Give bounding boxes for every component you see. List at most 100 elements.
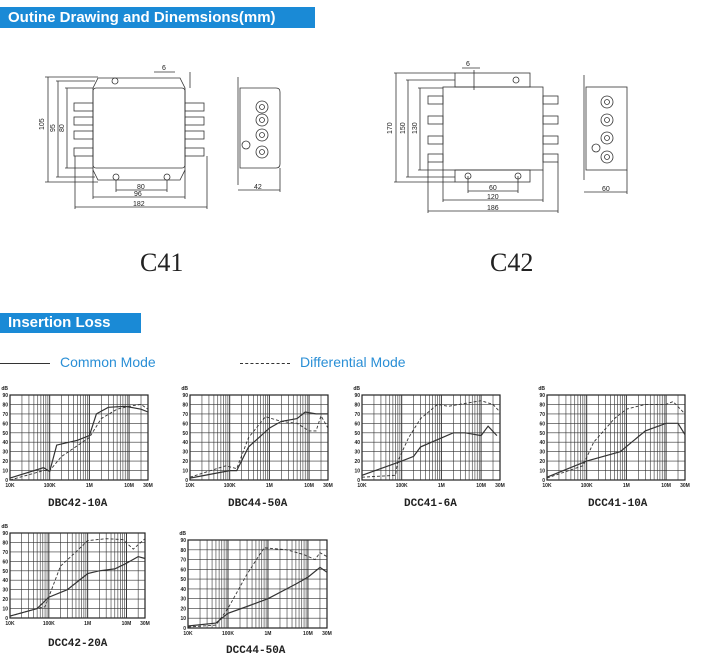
outline-drawing-header: Outine Drawing and Dinemsions(mm) — [0, 7, 315, 28]
differential-mode-line — [361, 400, 501, 478]
legend-differential-label: Differential Mode — [300, 354, 406, 370]
x-tick-label: 1M — [266, 483, 273, 489]
c42-dim-height-inner: 130 — [412, 122, 419, 134]
c41-side-view — [237, 77, 281, 192]
x-tick-label: 10M — [661, 483, 671, 489]
x-tick-label: 100K — [396, 483, 408, 489]
y-tick-label: 0 — [542, 478, 545, 484]
c42-dim-hole-spacing: 60 — [489, 185, 497, 192]
x-tick-label: 1M — [438, 483, 445, 489]
y-tick-label: 30 — [539, 450, 545, 456]
x-tick-label: 100K — [224, 483, 236, 489]
y-tick-label: 20 — [539, 459, 545, 465]
y-tick-label: 30 — [2, 450, 8, 456]
x-tick-label: 1M — [86, 483, 93, 489]
common-mode-line — [361, 425, 498, 476]
common-mode-line — [9, 405, 149, 479]
x-tick-label: 10M — [122, 621, 132, 627]
x-tick-label: 1M — [623, 483, 630, 489]
chart-title: DCC41-6A — [404, 498, 457, 510]
y-tick-label: 40 — [2, 578, 8, 584]
x-tick-label: 10K — [5, 483, 15, 489]
c42-dim-tab: 6 — [466, 61, 470, 68]
y-tick-label: 70 — [354, 412, 360, 418]
c41-dim-tab: 6 — [162, 65, 166, 72]
x-tick-label: 100K — [43, 621, 55, 627]
y-tick-label: 90 — [180, 538, 186, 544]
y-tick-label: 60 — [2, 559, 8, 565]
y-tick-label: 10 — [180, 616, 186, 622]
solid-line-swatch — [0, 362, 50, 364]
y-tick-label: 50 — [539, 431, 545, 437]
chart-title: DCC44-50A — [226, 645, 286, 657]
y-tick-label: 40 — [354, 440, 360, 446]
differential-mode-line — [9, 538, 146, 617]
x-tick-label: 100K — [44, 483, 56, 489]
x-tick-label: 30M — [680, 483, 690, 489]
y-tick-label: 10 — [2, 607, 8, 613]
y-tick-label: 40 — [2, 440, 8, 446]
y-unit-label: dB — [1, 386, 8, 392]
differential-mode-line — [189, 414, 329, 478]
y-tick-label: 70 — [2, 550, 8, 556]
c41-dim-height-inner: 80 — [59, 124, 66, 132]
x-tick-label: 10K — [357, 483, 367, 489]
y-tick-label: 0 — [183, 626, 186, 632]
differential-mode-line — [546, 401, 686, 479]
x-tick-label: 10M — [124, 483, 134, 489]
c42-dim-height-total: 170 — [387, 122, 394, 134]
y-unit-label: dB — [1, 524, 8, 530]
y-tick-label: 30 — [182, 450, 188, 456]
y-tick-label: 0 — [5, 616, 8, 622]
y-tick-label: 90 — [539, 393, 545, 399]
x-tick-label: 1M — [264, 631, 271, 637]
y-tick-label: 90 — [354, 393, 360, 399]
c42-front-view — [394, 67, 559, 213]
c41-dim-total-width: 182 — [133, 201, 145, 208]
outline-drawings: 105 95 80 80 96 182 6 42 170 150 130 60 … — [39, 61, 628, 213]
c41-dim-depth: 42 — [254, 184, 262, 191]
c42-dim-depth: 60 — [602, 186, 610, 193]
y-tick-label: 80 — [182, 402, 188, 408]
y-tick-label: 10 — [2, 469, 8, 475]
legend-common-mode: Common Mode — [0, 354, 156, 370]
c41-dim-body-width: 96 — [134, 191, 142, 198]
y-unit-label: dB — [181, 386, 188, 392]
y-unit-label: dB — [353, 386, 360, 392]
legend-differential-mode: Differential Mode — [240, 354, 406, 370]
y-tick-label: 90 — [2, 531, 8, 537]
y-tick-label: 80 — [539, 402, 545, 408]
common-mode-line — [187, 566, 328, 627]
y-tick-label: 30 — [354, 450, 360, 456]
y-tick-label: 90 — [182, 393, 188, 399]
y-tick-label: 20 — [180, 606, 186, 612]
x-tick-label: 10M — [303, 631, 313, 637]
y-tick-label: 80 — [354, 402, 360, 408]
y-tick-label: 70 — [2, 412, 8, 418]
y-tick-label: 10 — [354, 469, 360, 475]
y-tick-label: 30 — [180, 597, 186, 603]
x-tick-label: 30M — [322, 631, 332, 637]
y-tick-label: 50 — [182, 431, 188, 437]
x-tick-label: 10K — [183, 631, 193, 637]
c42-dim-height-mid: 150 — [400, 122, 407, 134]
c41-model-label: C41 — [140, 248, 184, 277]
y-tick-label: 0 — [5, 478, 8, 484]
y-tick-label: 80 — [2, 402, 8, 408]
dashed-line-swatch — [240, 362, 290, 364]
y-tick-label: 50 — [2, 569, 8, 575]
y-tick-label: 30 — [2, 588, 8, 594]
common-mode-line — [546, 422, 686, 478]
y-tick-label: 50 — [2, 431, 8, 437]
y-tick-label: 60 — [539, 421, 545, 427]
y-tick-label: 40 — [539, 440, 545, 446]
c41-dim-height-total: 105 — [39, 118, 46, 130]
differential-mode-line — [187, 547, 328, 628]
y-tick-label: 70 — [180, 558, 186, 564]
y-unit-label: dB — [538, 386, 545, 392]
x-tick-label: 1M — [84, 621, 91, 627]
